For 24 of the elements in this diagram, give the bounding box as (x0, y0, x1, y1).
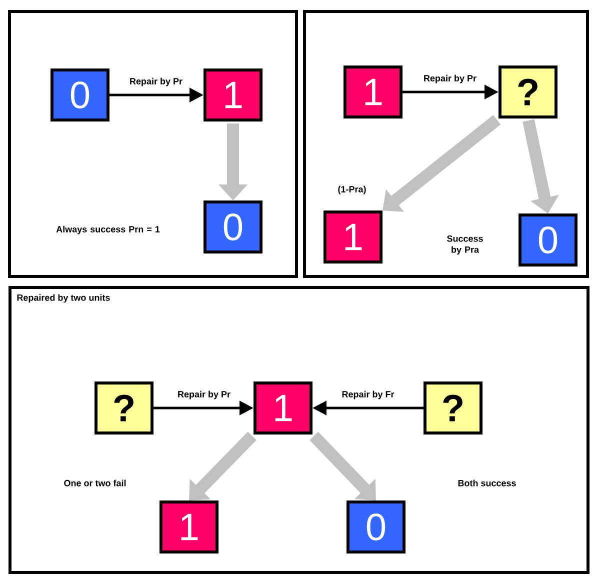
state-box: 1 (160, 500, 218, 554)
edge-label: Repair by Pr (130, 78, 182, 86)
block-arrow (189, 432, 256, 500)
state-caption: Success by Pra (447, 235, 483, 255)
state-caption: One or two fail (64, 480, 126, 486)
state-box: 0 (50, 68, 110, 122)
block-arrow (382, 115, 501, 212)
edge-label: Repair by Fr (342, 390, 394, 400)
block-arrow (310, 432, 376, 500)
state-box: ? (498, 66, 558, 118)
state-box: 1 (254, 382, 312, 434)
state-box: 1 (344, 66, 402, 118)
state-box: 1 (204, 68, 262, 122)
state-box: ? (424, 382, 482, 434)
state-caption: Both success (458, 480, 516, 486)
state-caption: Always success Prn = 1 (56, 226, 160, 234)
state-box: 0 (346, 500, 406, 554)
state-box: ? (94, 382, 154, 434)
state-box: 0 (518, 214, 578, 266)
state-box: 0 (204, 200, 262, 254)
state-caption: (1-Pra) (338, 186, 366, 194)
edge-label: Repair by Pr (178, 390, 230, 400)
edge-label: Repair by Pr (424, 74, 476, 84)
state-box: 1 (324, 210, 382, 264)
